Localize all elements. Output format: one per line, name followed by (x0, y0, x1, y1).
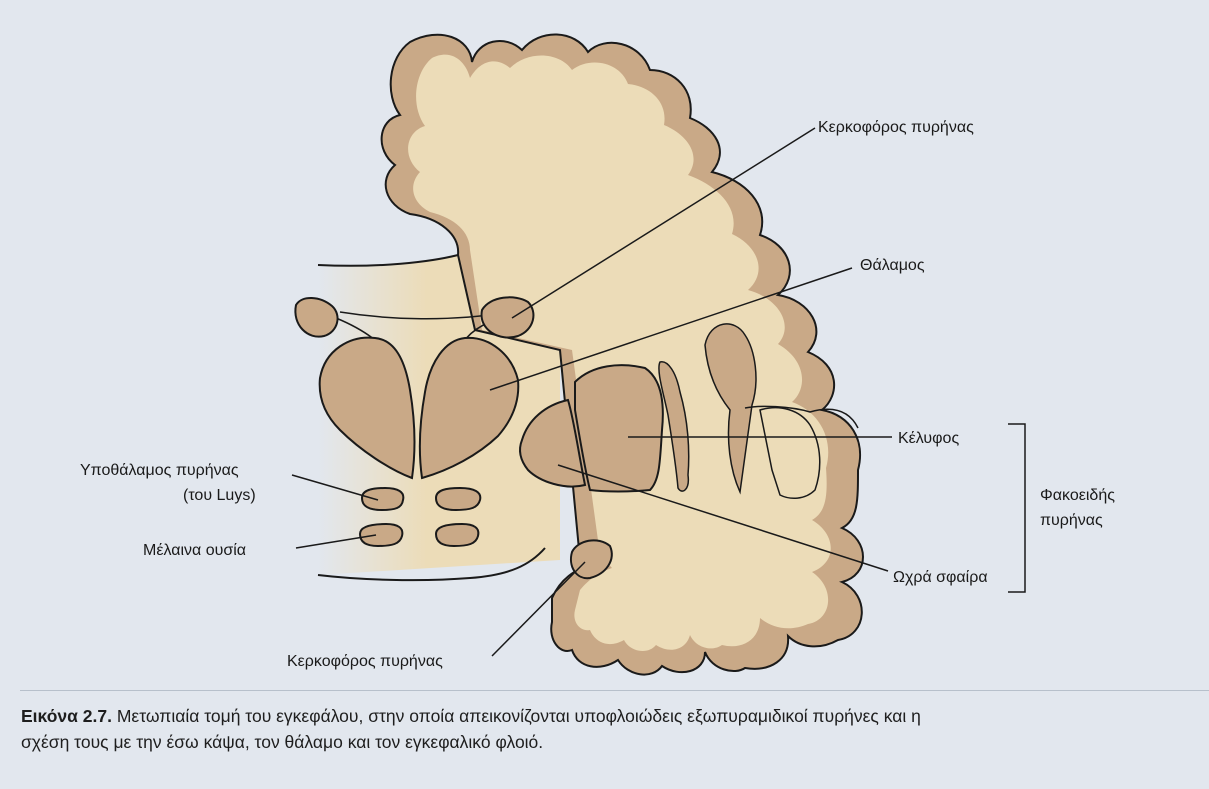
subthalamic-left (362, 488, 403, 510)
caption-figure-number: Εικόνα 2.7. (21, 706, 112, 726)
nigra-right (436, 524, 478, 546)
label-lentiform-1: Φακοειδής (1040, 487, 1115, 504)
label-putamen: Κέλυφος (898, 430, 959, 447)
figure-caption: Εικόνα 2.7. Μετωπιαία τομή του εγκεφάλου… (0, 693, 1209, 789)
label-subthalamic-2: (του Luys) (183, 487, 256, 504)
label-lentiform-2: πυρήνας (1040, 512, 1103, 529)
caption-line-1: Μετωπιαία τομή του εγκεφάλου, στην οποία… (112, 706, 921, 726)
label-thalamus: Θάλαμος (860, 257, 925, 274)
label-globus-pallidus: Ωχρά σφαίρα (893, 569, 988, 586)
caption-line-2: σχέση τους με την έσω κάψα, τον θάλαμο κ… (21, 732, 543, 752)
figure-panel: Κερκοφόρος πυρήνας Θάλαμος Κέλυφος Φακοε… (0, 0, 1209, 693)
label-caudate-top: Κερκοφόρος πυρήνας (818, 119, 974, 136)
caption-divider (20, 690, 1209, 691)
caption-text: Εικόνα 2.7. Μετωπιαία τομή του εγκεφάλου… (21, 703, 1201, 755)
label-substantia-nigra: Μέλαινα ουσία (143, 542, 246, 559)
subthalamic-right (436, 488, 480, 510)
brain-coronal-section-diagram: Κερκοφόρος πυρήνας Θάλαμος Κέλυφος Φακοε… (0, 0, 1209, 690)
caudate-right (482, 297, 534, 337)
label-caudate-bottom: Κερκοφόρος πυρήνας (287, 653, 443, 670)
putamen (575, 365, 663, 491)
nigra-left (360, 524, 402, 546)
lentiform-bracket (1008, 424, 1025, 592)
label-subthalamic-1: Υποθάλαμος πυρήνας (80, 462, 239, 479)
